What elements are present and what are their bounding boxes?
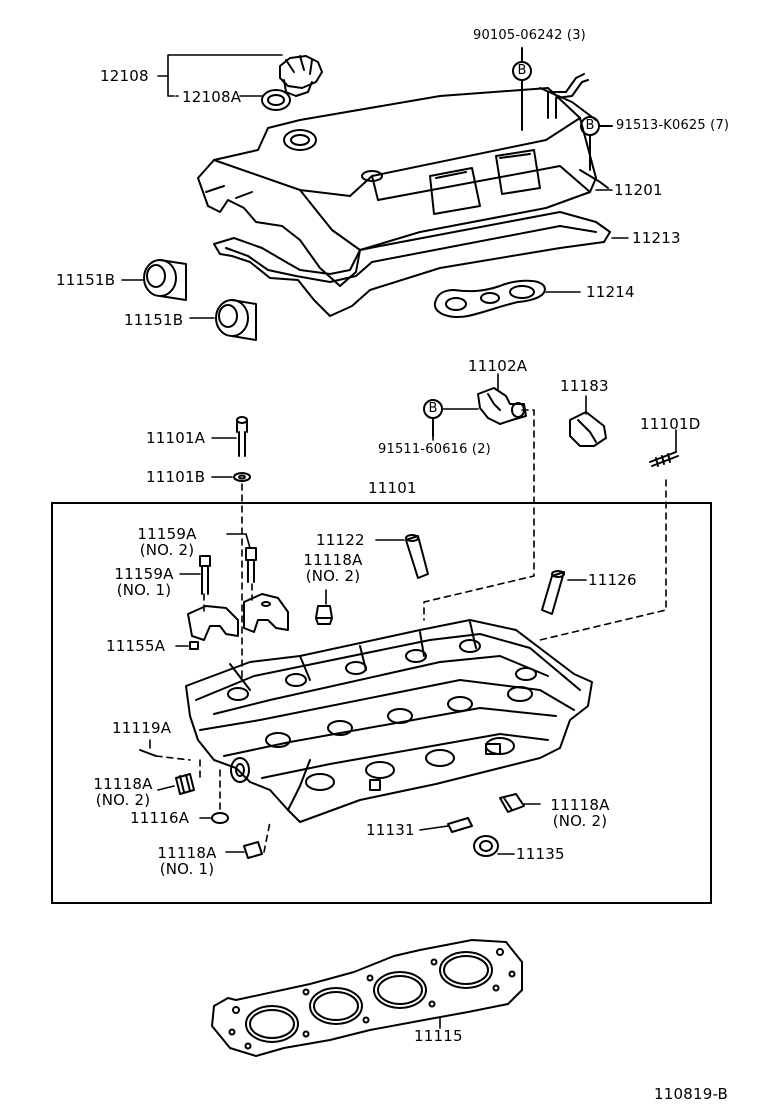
label-91511-60616: 91511-60616 (2) bbox=[378, 442, 491, 457]
label-11102A: 11102A bbox=[468, 357, 528, 375]
label-11122: 11122 bbox=[316, 531, 365, 549]
diagram-code: 110819-B bbox=[654, 1085, 729, 1103]
callout-b-letter-mid: B bbox=[428, 401, 438, 416]
pipe-11126 bbox=[541, 570, 565, 615]
label-11131: 11131 bbox=[366, 821, 415, 839]
label-11118A-right: 11118A bbox=[550, 796, 610, 814]
label-11118A-left-note: (NO. 2) bbox=[95, 791, 151, 809]
cylinder-head-11101 bbox=[185, 619, 593, 823]
label-12108A: 12108A bbox=[182, 88, 242, 106]
cylinder-head-cover-11201 bbox=[197, 73, 609, 287]
spark-plug-tube-gasket-11214 bbox=[433, 279, 546, 318]
leader-lines bbox=[121, 54, 677, 1029]
label-11201: 11201 bbox=[614, 181, 663, 199]
bolt-11159A-no1 bbox=[199, 555, 211, 595]
label-12108: 12108 bbox=[100, 67, 149, 85]
camshaft-position-sensor-11102A bbox=[477, 387, 527, 425]
label-11159A-no2-note: (NO. 2) bbox=[139, 541, 195, 559]
label-11151B-lower: 11151B bbox=[124, 311, 184, 329]
label-11126: 11126 bbox=[588, 571, 637, 589]
stud-11101D bbox=[649, 451, 679, 467]
cylinder-head-group-frame bbox=[51, 502, 712, 904]
seal-11135 bbox=[473, 835, 499, 857]
part-11183 bbox=[569, 411, 607, 447]
part-11131 bbox=[447, 817, 473, 833]
pin-11119A bbox=[139, 749, 157, 757]
label-11115: 11115 bbox=[414, 1027, 463, 1045]
camshaft-bearing-cap-right bbox=[243, 593, 289, 633]
label-11159A-no2: 11159A bbox=[137, 525, 197, 543]
oil-seal-11151B-upper bbox=[143, 259, 187, 301]
label-11214: 11214 bbox=[586, 283, 635, 301]
label-11159A-no1: 11159A bbox=[114, 565, 174, 583]
label-11118A-bottom: 11118A bbox=[157, 844, 217, 862]
callout-b-letter-right: B bbox=[585, 118, 595, 133]
label-11101A: 11101A bbox=[146, 429, 206, 447]
label-11101D: 11101D bbox=[640, 415, 701, 433]
label-11118A-right-note: (NO. 2) bbox=[552, 812, 608, 830]
label-11118A-top: 11118A bbox=[303, 551, 363, 569]
label-11135: 11135 bbox=[516, 845, 565, 863]
label-11116A: 11116A bbox=[130, 809, 190, 827]
label-11183: 11183 bbox=[560, 377, 609, 395]
label-11101: 11101 bbox=[368, 479, 417, 497]
callout-b-marker-top bbox=[512, 47, 532, 131]
label-11118A-top-note: (NO. 2) bbox=[305, 567, 361, 585]
pin-11155A bbox=[189, 641, 199, 650]
plug-11118A-no2-top bbox=[315, 605, 333, 625]
cylinder-head-gasket-11115 bbox=[211, 939, 523, 1057]
label-11101B: 11101B bbox=[146, 468, 206, 486]
washer-11101B bbox=[233, 472, 251, 482]
label-11155A: 11155A bbox=[106, 637, 166, 655]
oil-seal-11151B-lower bbox=[215, 299, 257, 341]
label-11151B-upper: 11151B bbox=[56, 271, 116, 289]
cover-gasket-11213 bbox=[213, 211, 611, 317]
plug-11118A-no1-bottom bbox=[243, 841, 263, 859]
pipe-11122 bbox=[405, 534, 429, 579]
oil-filler-cap-12108 bbox=[261, 55, 323, 111]
plug-11118A-no2-left bbox=[175, 773, 195, 795]
label-11159A-no1-note: (NO. 1) bbox=[116, 581, 172, 599]
callout-b-marker-right bbox=[580, 116, 613, 171]
bolt-11159A-no2 bbox=[245, 547, 257, 583]
label-11118A-left: 11118A bbox=[93, 775, 153, 793]
label-91513-K0625: 91513-K0625 (7) bbox=[616, 118, 730, 133]
bolt-11101A bbox=[236, 416, 248, 457]
callout-b-letter-top: B bbox=[517, 63, 527, 78]
camshaft-bearing-cap-left bbox=[187, 605, 239, 641]
label-90105-06242: 90105-06242 (3) bbox=[473, 28, 586, 43]
label-11213: 11213 bbox=[632, 229, 681, 247]
dashed-connectors bbox=[155, 409, 667, 853]
plug-11118A-no2-right bbox=[499, 793, 525, 813]
label-11119A: 11119A bbox=[112, 719, 172, 737]
label-11118A-bottom-note: (NO. 1) bbox=[159, 860, 215, 878]
